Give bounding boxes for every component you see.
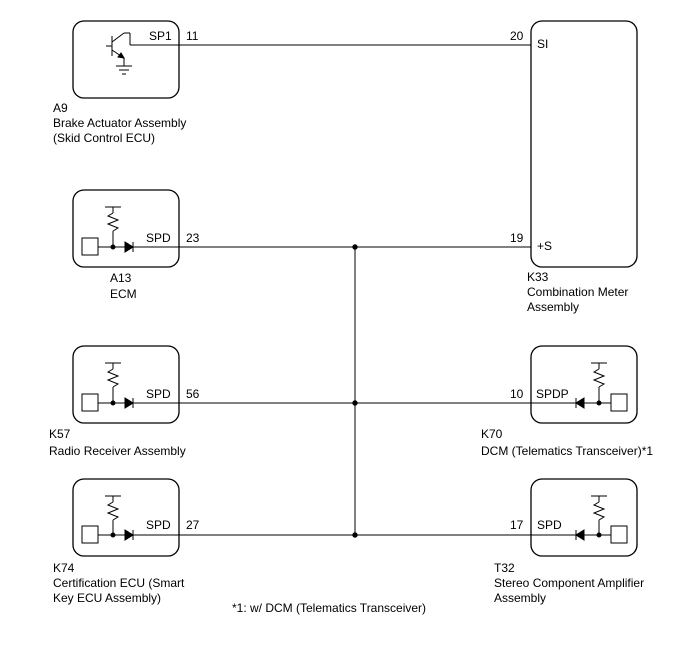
component-a9-name: Brake Actuator Assembly (53, 116, 186, 130)
pull-up-circuit-icon (531, 495, 628, 544)
component-k33-name: Combination Meter (527, 285, 628, 299)
pin-number-17: 17 (510, 518, 524, 532)
component-k57: SPD 56 K57 Radio Receiver Assembly (49, 345, 200, 458)
pin-number-10: 10 (510, 387, 524, 401)
pin-number-20: 20 (510, 29, 524, 43)
junction-dot (352, 532, 358, 538)
component-k70: SPDP 10 K70 DCM (Telematics Transceiver)… (481, 345, 653, 458)
pull-up-circuit-icon (81, 495, 179, 544)
pull-up-circuit-icon (81, 362, 179, 412)
pin-label-plus-s: +S (537, 239, 552, 253)
component-a13-code: A13 (110, 271, 132, 285)
component-k74-name: Certification ECU (Smart (53, 576, 185, 590)
component-t32-name: Stereo Component Amplifier (494, 576, 644, 590)
junction-dot (352, 244, 358, 250)
component-t32: SPD 17 T32 Stereo Component Amplifier As… (494, 478, 644, 605)
pin-label-spd: SPD (146, 231, 171, 245)
component-k33: SI 20 +S 19 K33 Combination Meter Assemb… (510, 20, 638, 314)
pin-number-11: 11 (186, 29, 199, 43)
component-k74: SPD 27 K74 Certification ECU (Smart Key … (53, 478, 200, 605)
pin-number-27: 27 (186, 518, 200, 532)
component-k33-code: K33 (527, 270, 549, 284)
component-a9-name-line2: (Skid Control ECU) (53, 131, 155, 145)
component-k57-name: Radio Receiver Assembly (49, 444, 186, 458)
component-k57-code: K57 (49, 427, 71, 441)
component-a9: SP1 11 A9 Brake Actuator Assembly (Skid … (53, 20, 199, 145)
component-a13: SPD 23 A13 ECM (72, 189, 200, 301)
pin-number-23: 23 (186, 231, 200, 245)
transistor-icon (106, 32, 179, 75)
component-a9-code: A9 (53, 101, 68, 115)
component-k33-name-line2: Assembly (527, 300, 579, 314)
pull-up-circuit-icon (531, 362, 628, 412)
pin-label-si: SI (537, 37, 548, 51)
pin-label-spd: SPD (146, 387, 171, 401)
pin-label-spdp: SPDP (536, 387, 569, 401)
component-k57-box (72, 345, 180, 424)
component-k33-box (530, 20, 638, 268)
component-k70-code: K70 (481, 427, 503, 441)
pin-number-56: 56 (186, 387, 200, 401)
component-k74-name-line2: Key ECU Assembly) (53, 591, 161, 605)
pin-label-spd: SPD (146, 518, 171, 532)
component-t32-code: T32 (494, 561, 515, 575)
footnote: *1: w/ DCM (Telematics Transceiver) (232, 601, 426, 615)
pin-label-spd: SPD (537, 518, 562, 532)
component-a13-box (72, 189, 180, 268)
junction-dot (352, 400, 358, 406)
component-a9-box (72, 20, 180, 99)
pull-up-circuit-icon (81, 206, 179, 256)
component-a13-name: ECM (110, 287, 137, 301)
pin-number-19: 19 (510, 231, 524, 245)
component-k74-code: K74 (53, 561, 75, 575)
pin-label-sp1: SP1 (149, 29, 172, 43)
component-k70-name: DCM (Telematics Transceiver)*1 (481, 444, 653, 458)
component-t32-name-line2: Assembly (494, 591, 546, 605)
component-k74-box (72, 478, 180, 557)
